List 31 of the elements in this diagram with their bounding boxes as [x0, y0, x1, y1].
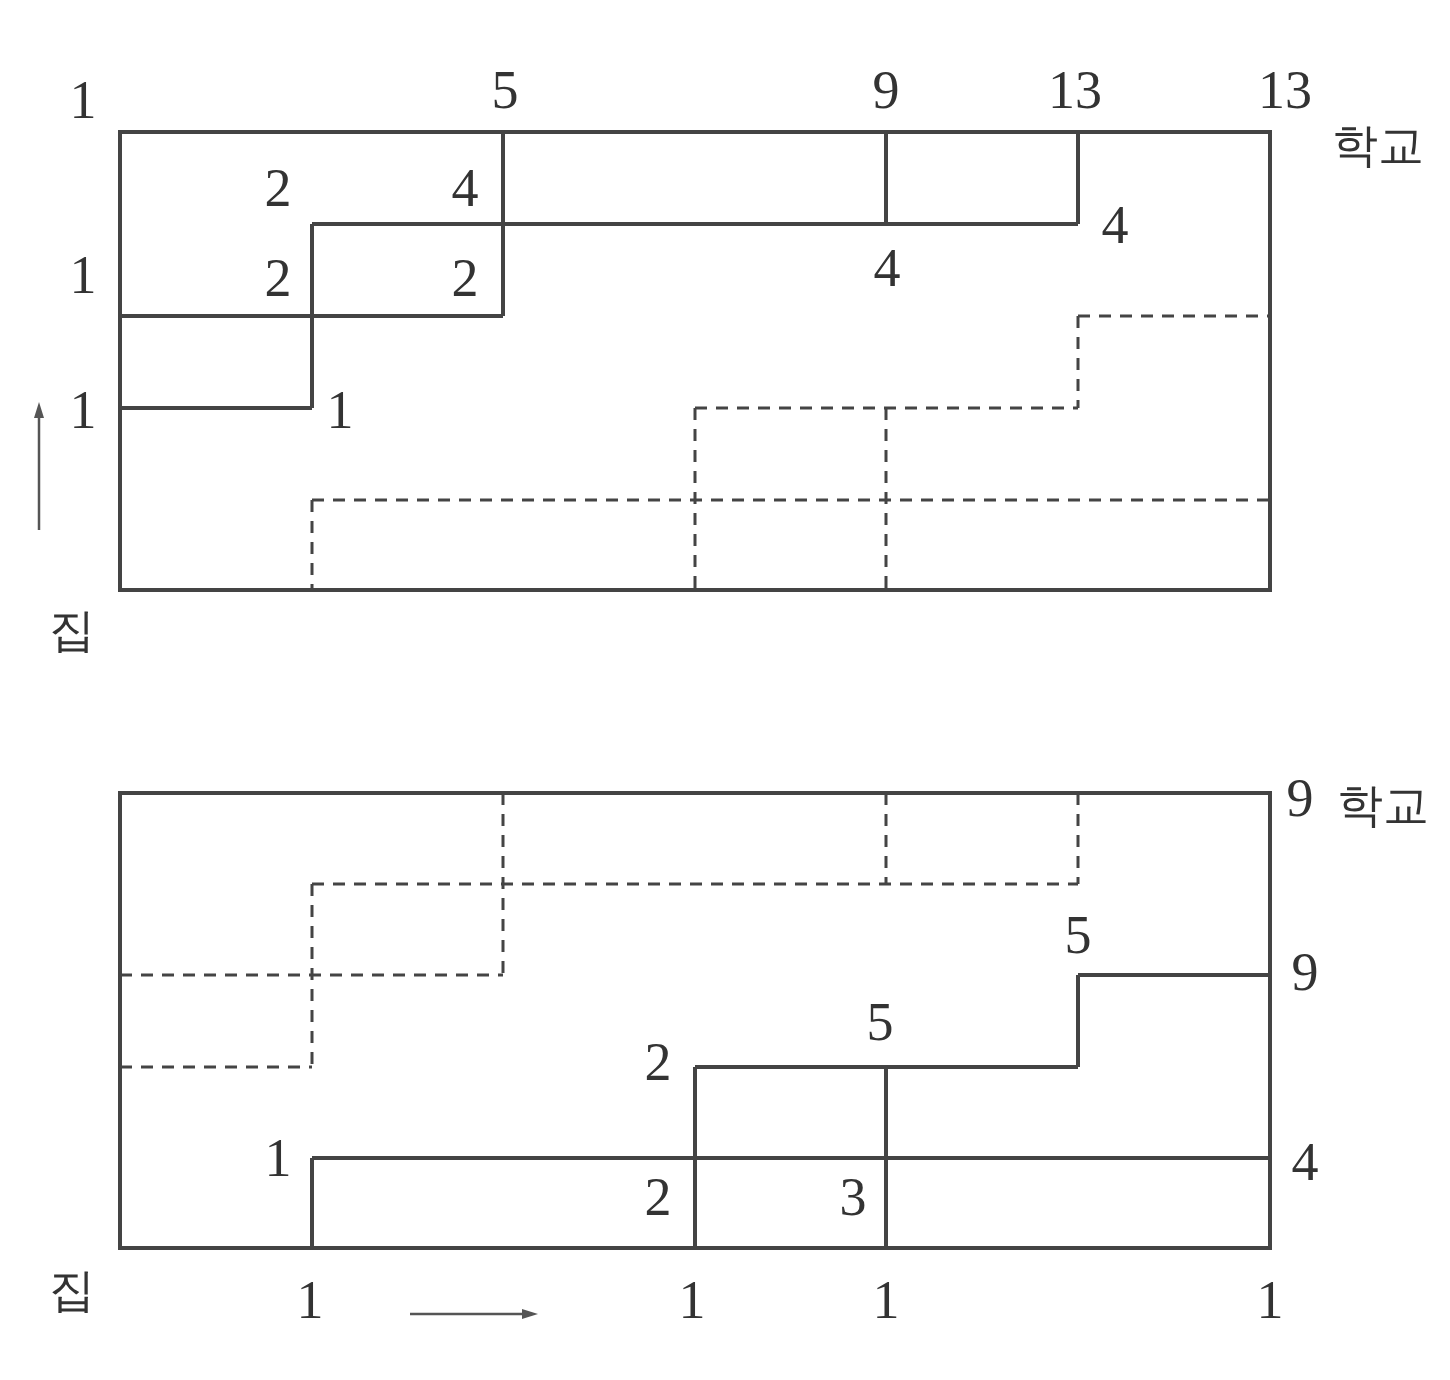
path-count-label: 3: [839, 1170, 867, 1224]
path-count-label: 1: [872, 1273, 900, 1327]
path-count-label: 4: [1101, 198, 1129, 252]
path-count-label: 5: [866, 995, 894, 1049]
place-label: 집: [49, 1267, 95, 1313]
path-count-label: 1: [69, 383, 97, 437]
path-count-label: 9: [1286, 771, 1314, 825]
path-count-label: 2: [644, 1170, 672, 1224]
path-count-label: 2: [644, 1035, 672, 1089]
place-label: 학교: [1337, 782, 1429, 828]
path-count-label: 1: [326, 383, 354, 437]
path-count-label: 1: [69, 248, 97, 302]
path-count-label: 1: [264, 1131, 292, 1185]
path-count-label: 9: [872, 63, 900, 117]
path-count-label: 5: [491, 63, 519, 117]
path-count-label: 5: [1064, 908, 1092, 962]
path-count-label: 1: [296, 1273, 324, 1327]
path-count-label: 13: [1048, 63, 1102, 117]
place-label: 학교: [1332, 122, 1424, 168]
path-count-label: 9: [1291, 945, 1319, 999]
place-label: 집: [49, 607, 95, 653]
path-count-label: 1: [69, 73, 97, 127]
path-count-label: 1: [1256, 1273, 1284, 1327]
path-count-label: 2: [451, 251, 479, 305]
path-count-label: 13: [1258, 63, 1312, 117]
path-count-label: 4: [451, 161, 479, 215]
path-count-label: 4: [1291, 1135, 1319, 1189]
path-count-label: 2: [264, 251, 292, 305]
path-count-label: 4: [873, 241, 901, 295]
path-count-label: 1: [678, 1273, 706, 1327]
path-count-label: 2: [264, 161, 292, 215]
